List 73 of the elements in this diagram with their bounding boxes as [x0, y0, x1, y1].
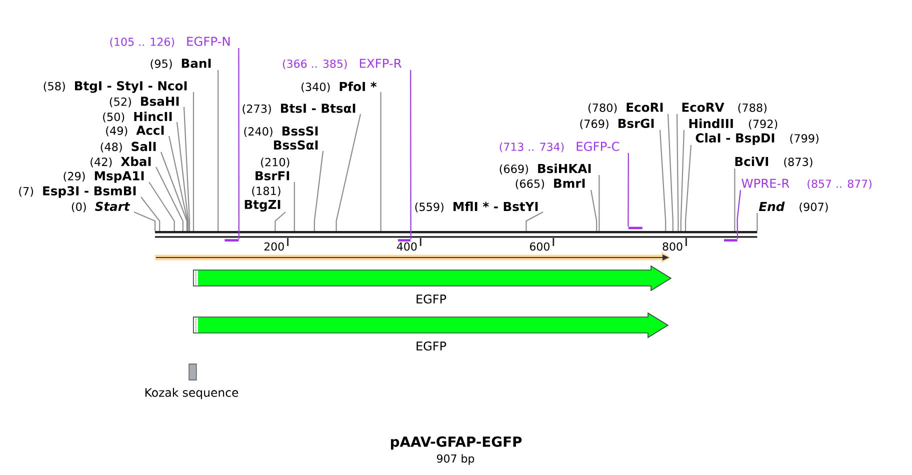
leader-line	[410, 70, 412, 239]
sequence-length: 907 bp	[436, 454, 474, 465]
site-label: (665) BmrI	[516, 178, 585, 190]
site-label: (42) XbaI	[90, 156, 151, 168]
leader-line	[134, 212, 156, 231]
site-label: (29) MspA1I	[64, 171, 144, 183]
primer-mark	[724, 239, 738, 242]
site-label: (240) BssSI BssSαI	[244, 126, 318, 150]
primer-mark	[398, 239, 411, 242]
leader-line	[659, 130, 666, 231]
site-label: (58) BtgI - StyI - NcoI	[44, 81, 187, 93]
site-label: (559) MflI * - BstYI	[415, 202, 538, 212]
leader-line	[598, 175, 600, 231]
orf-band	[155, 252, 670, 263]
site-label: (52) BsaHI	[110, 96, 179, 108]
site-label: (181) BtgZI	[244, 186, 280, 212]
site-label: (48) SalI	[100, 142, 156, 152]
site-label: BciVI (873)	[735, 156, 812, 168]
leader-line	[756, 213, 758, 231]
site-label: (49) AccI	[106, 126, 164, 136]
leader-line	[684, 144, 692, 231]
primer-mark	[628, 226, 642, 230]
leader-line	[736, 190, 742, 239]
leader-line	[628, 153, 629, 227]
site-label: (7) Esp3I - BsmBI	[19, 186, 136, 198]
leader-line	[274, 212, 286, 231]
leader-line	[140, 196, 160, 231]
feature-label: EGFP	[416, 294, 446, 304]
scale-label: 200	[264, 242, 284, 251]
site-label: (50) HincII	[103, 112, 172, 122]
leader-line	[168, 136, 188, 231]
leader-line	[680, 130, 685, 231]
leader-line	[734, 168, 736, 231]
leader-line	[314, 150, 324, 231]
primer-label: (105 .. 126) EGFP-N	[110, 36, 230, 48]
scale-label: 600	[530, 242, 550, 251]
leader-line	[156, 166, 184, 231]
site-label: (669) BsiHKAI	[500, 164, 591, 174]
primer-label: (366 .. 385) EXFP-R	[282, 58, 402, 70]
site-label: (273) BtsI - BtsαI	[242, 104, 356, 114]
site-label: (210) BsrFI	[256, 158, 290, 180]
leader-line	[676, 114, 679, 231]
scale-label: 400	[396, 242, 417, 251]
site-label: (780) EcoRI	[588, 102, 663, 114]
primer-mark	[224, 239, 239, 242]
leader-line	[294, 182, 295, 231]
site-label: HindIII (792)	[689, 118, 778, 130]
leader-line	[380, 92, 382, 231]
leader-line	[218, 70, 219, 231]
site-label: EcoRV (788)	[682, 102, 766, 114]
leader-line	[526, 212, 544, 231]
sequence-backbone	[155, 231, 758, 238]
primer-label: WPRE-R (857 .. 877)	[742, 178, 872, 190]
feature-label: EGFP	[416, 341, 446, 351]
site-label: ClaI - BspDI (799)	[696, 133, 818, 145]
leader-line	[336, 114, 362, 231]
site-label: (95) BanI	[150, 58, 211, 70]
site-label: End (907)	[758, 202, 828, 212]
leader-line	[160, 152, 188, 231]
site-label: (0) Start	[72, 202, 130, 212]
leader-line	[192, 92, 194, 231]
leader-line	[667, 114, 674, 231]
leader-line	[590, 190, 598, 231]
primer-label: (713 .. 734) EGFP-C	[500, 142, 620, 152]
leader-line	[238, 48, 240, 239]
leader-line	[183, 106, 190, 231]
site-label: (769) BsrGI	[580, 118, 654, 130]
site-label: (340) PfoI *	[302, 82, 377, 92]
map-title: pAAV-GFAP-EGFP	[390, 436, 522, 450]
leader-line	[176, 122, 189, 231]
leader-line	[148, 182, 175, 231]
scale-label: 800	[662, 242, 682, 251]
feature-label: Kozak sequence	[145, 388, 238, 400]
